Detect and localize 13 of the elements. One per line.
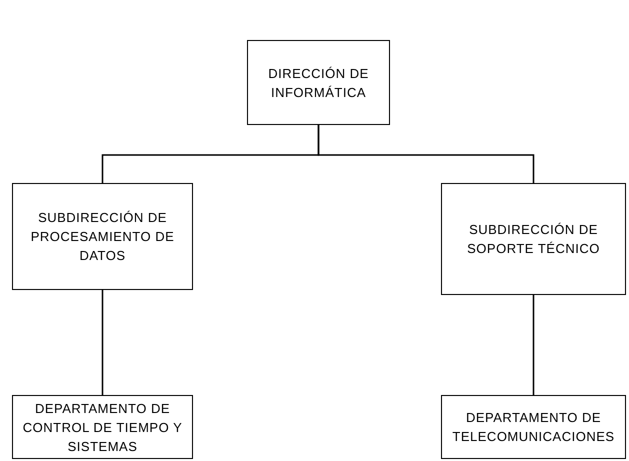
org-box [441,183,626,295]
org-box [441,395,626,459]
org-box [12,395,193,459]
box-label: DEPARTAMENTO DE TELECOMUNICACIONES [451,409,616,446]
box-label: SUBDIRECCIÓN DE PROCESAMIENTO DE DATOS [30,209,176,265]
box-label: DIRECCIÓN DE INFORMÁTICA [267,64,370,102]
connector-line [102,290,104,395]
org-box [247,40,390,125]
box-label: DEPARTAMENTO DE CONTROL DE TIEMPO Y SISTEMAS [22,400,184,456]
org-box [12,183,193,290]
box-label: SUBDIRECCIÓN DE SOPORTE TÉCNICO [466,221,601,258]
connector-line [318,125,534,183]
connector-line [532,295,534,395]
